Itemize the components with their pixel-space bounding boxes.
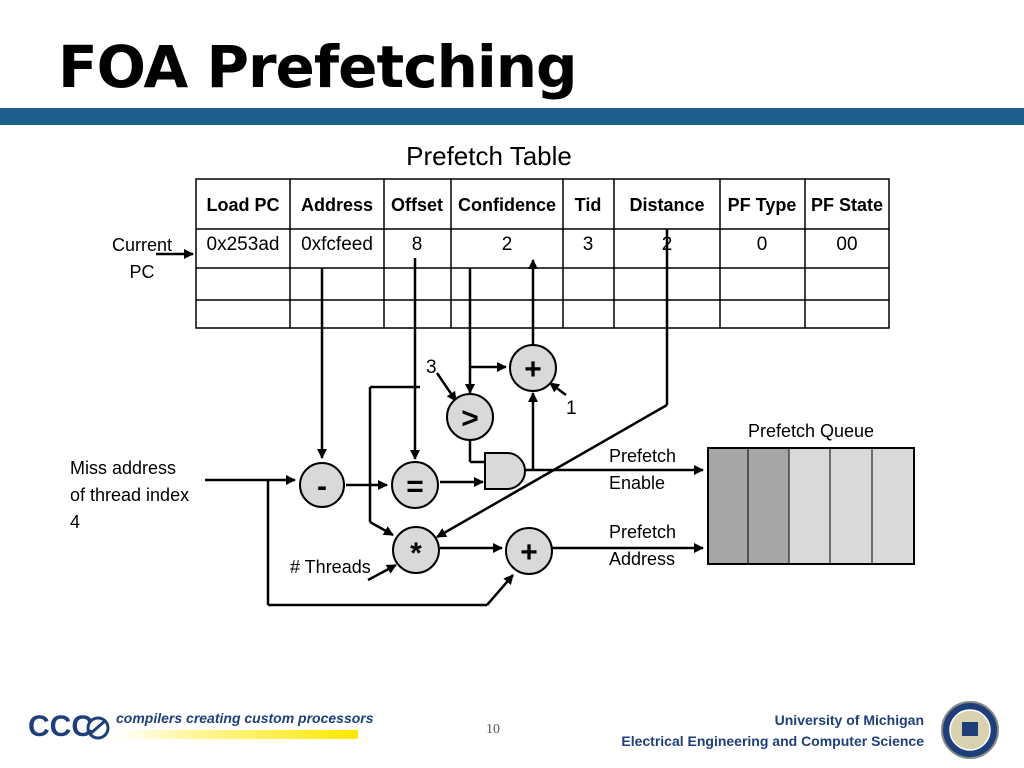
multiply-operator: * xyxy=(392,526,440,574)
cell-pf-type: 0 xyxy=(757,234,768,255)
cell-pf-state: 00 xyxy=(836,234,857,255)
greater-than-symbol: > xyxy=(461,402,479,435)
queue-slot xyxy=(871,447,915,565)
header-distance: Distance xyxy=(629,195,704,215)
multiply-symbol: * xyxy=(410,537,422,570)
prefetch-enable-label-line1: Prefetch xyxy=(609,446,676,466)
current-pc-label-line1: Current xyxy=(112,235,172,255)
prefetch-address-label-line1: Prefetch xyxy=(609,522,676,542)
page-number: 10 xyxy=(486,722,500,737)
prefetch-enable-label-line2: Enable xyxy=(609,473,665,493)
miss-address-label-line3: 4 xyxy=(70,512,80,532)
queue-slot xyxy=(788,447,831,565)
title-divider-bar xyxy=(0,108,1024,125)
queue-slot xyxy=(707,447,749,565)
threads-label: # Threads xyxy=(290,557,371,577)
prefetch-table-caption: Prefetch Table xyxy=(406,141,572,171)
greater-than-comparator: > xyxy=(446,393,494,441)
university-seal-icon xyxy=(941,701,999,759)
slide-title: FOA Prefetching xyxy=(58,33,578,101)
ccc-logo: CCC xyxy=(28,710,110,743)
header-tid: Tid xyxy=(575,195,602,215)
header-load-pc: Load PC xyxy=(206,195,279,215)
footer-tagline: compilers creating custom processors xyxy=(116,710,374,726)
queue-slot xyxy=(747,447,790,565)
tagline-highlight-bar xyxy=(116,730,358,739)
header-pf-type: PF Type xyxy=(728,195,797,215)
university-block: University of Michigan Electrical Engine… xyxy=(621,710,924,752)
plus-symbol-bottom: + xyxy=(520,536,538,569)
cell-load-pc: 0x253ad xyxy=(207,234,280,255)
subtract-symbol: - xyxy=(317,470,327,503)
constant-one: 1 xyxy=(566,398,577,419)
equals-symbol: = xyxy=(406,470,424,503)
cell-confidence: 2 xyxy=(502,234,513,255)
miss-address-label-line2: of thread index xyxy=(70,485,189,505)
address-adder: + xyxy=(505,527,553,575)
cell-address: 0xfcfeed xyxy=(301,234,373,255)
ccc-logo-text: CCC xyxy=(28,710,93,743)
cell-offset: 8 xyxy=(412,234,423,255)
queue-slot xyxy=(829,447,873,565)
university-name: University of Michigan xyxy=(774,712,924,728)
prefetch-queue xyxy=(707,447,915,565)
wires xyxy=(156,229,704,607)
department-name: Electrical Engineering and Computer Scie… xyxy=(621,733,924,749)
plus-symbol-top: + xyxy=(524,353,542,386)
constant-three: 3 xyxy=(426,357,437,378)
subtract-operator: - xyxy=(299,462,345,508)
header-confidence: Confidence xyxy=(458,195,556,215)
prefetch-table xyxy=(195,178,890,329)
prefetch-queue-label: Prefetch Queue xyxy=(748,421,874,441)
miss-address-label-line1: Miss address xyxy=(70,458,176,478)
header-address: Address xyxy=(301,195,373,215)
equals-operator: = xyxy=(391,461,439,509)
prefetch-address-label-line2: Address xyxy=(609,549,675,569)
and-gate xyxy=(484,452,526,490)
header-pf-state: PF State xyxy=(811,195,883,215)
cell-tid: 3 xyxy=(583,234,594,255)
current-pc-label-line2: PC xyxy=(129,262,154,282)
header-offset: Offset xyxy=(391,195,443,215)
confidence-adder: + xyxy=(509,344,557,392)
